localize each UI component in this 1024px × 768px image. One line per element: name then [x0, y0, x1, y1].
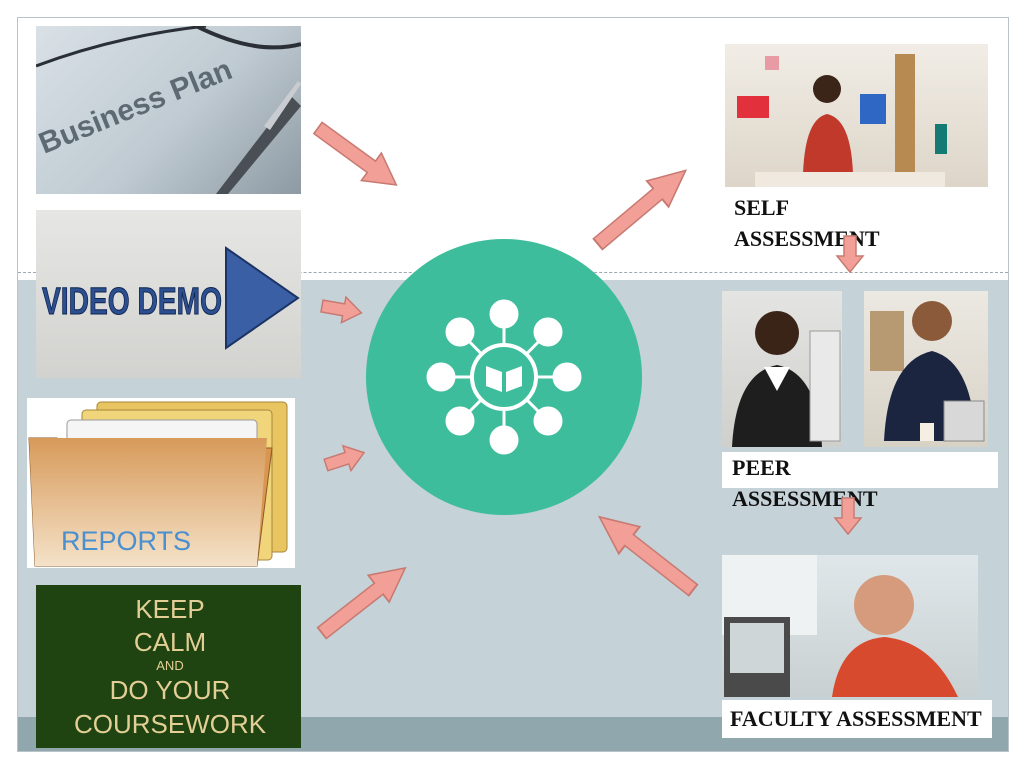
- person-head: [813, 75, 841, 103]
- keep-calm-line2: CALM: [134, 627, 206, 657]
- keep-calm-line3: AND: [156, 658, 183, 673]
- business-plan-image: Business Plan: [36, 26, 301, 194]
- video-demo-text: VIDEO DEMO: [42, 281, 222, 323]
- arrow-peer-to-faculty: [834, 497, 862, 535]
- person-head: [854, 575, 914, 635]
- peer-assessment-label: PEER ASSESSMENT: [722, 452, 998, 511]
- play-icon: [225, 246, 300, 350]
- arrow-faculty-to-hub: [587, 502, 705, 605]
- faculty-assessment-label: FACULTY ASSESSMENT: [722, 700, 992, 738]
- keep-calm-line4: DO YOUR: [110, 675, 231, 705]
- reports-folder-image: REPORTS: [27, 398, 295, 568]
- peer-assessment-photo-left: [722, 291, 842, 447]
- faculty-assessment-photo: [722, 555, 978, 697]
- self-assessment-photo: [725, 44, 988, 187]
- arrow-self-to-peer: [836, 235, 864, 273]
- network-book-icon: [426, 299, 582, 455]
- person-head: [912, 301, 952, 341]
- arrow-business-plan-to-hub: [307, 113, 408, 200]
- folder-icon: [29, 438, 267, 566]
- video-demo-image: VIDEO DEMO: [36, 210, 301, 378]
- arrow-reports-to-hub: [321, 439, 369, 479]
- keep-calm-line1: KEEP: [135, 594, 204, 624]
- reports-text: REPORTS: [61, 526, 191, 556]
- arrow-hub-to-self: [586, 156, 698, 258]
- arrow-coursework-to-hub: [310, 553, 417, 648]
- person-head: [755, 311, 799, 355]
- self-assessment-label: SELF ASSESSMENT: [734, 195, 880, 251]
- keep-calm-line5: COURSEWORK: [74, 709, 267, 739]
- arrow-video-to-hub: [318, 292, 365, 327]
- peer-assessment-photo-right: [864, 291, 988, 447]
- keep-calm-poster: KEEP CALM AND DO YOUR COURSEWORK: [36, 585, 301, 748]
